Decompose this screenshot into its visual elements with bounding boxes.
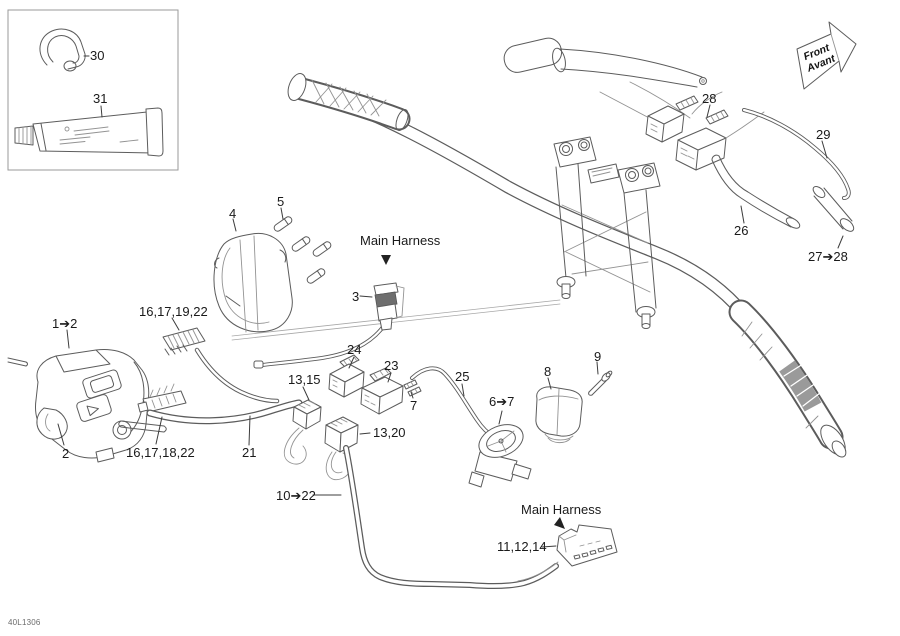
callout-28: 28 [702,91,717,106]
callout-6-7: 6➔7 [489,394,515,409]
connector-11-12-14-art [556,524,618,567]
callout-24: 24 [347,342,362,357]
harness-10-22 [343,445,559,590]
tube-26 [711,154,801,229]
small-rods [7,357,167,433]
right-grip-texture [741,321,822,429]
main-harness-upper-arrow [381,255,391,265]
connector-3-art [253,282,405,369]
callout-23: 23 [384,358,399,373]
callout-8: 8 [544,364,552,379]
connector-16-17-19-22-art [162,327,280,404]
connector-24-art [328,354,365,398]
screw-9-art [588,370,613,396]
leader-lines [57,55,844,548]
callout-25: 25 [455,369,470,384]
drawing-number: 40L1306 [8,618,41,627]
terminal-pins-7 [403,379,422,397]
inset-kit-box [7,9,179,171]
callout-11-12-14: 11,12,14 [497,539,547,554]
callout-13-15: 13,15 [288,372,321,387]
callout-21: 21 [242,445,257,460]
steering-riser [553,136,661,329]
main-harness-lower-arrow [554,517,565,529]
connector-28-cluster [645,91,765,171]
callout-31: 31 [93,91,108,106]
callout-2: 2 [62,446,70,461]
clip-30-art [39,28,86,72]
connector-13-15-art [292,399,322,430]
harness-21 [146,399,303,425]
cover-4 [213,232,293,333]
main-harness-note-lower: Main Harness [521,502,602,517]
callout-5: 5 [277,194,285,209]
callout-4: 4 [229,206,237,221]
callout-13-20: 13,20 [373,425,406,440]
callout-27-28: 27➔28 [808,249,848,264]
main-harness-note-upper: Main Harness [360,233,441,248]
callout-26: 26 [734,223,749,238]
callout-9: 9 [594,349,602,364]
callout-16-17-18-22: 16,17,18,22 [126,445,195,460]
callout-16-17-19-22: 16,17,19,22 [139,304,208,319]
callout-7: 7 [410,398,418,413]
callout-29: 29 [816,127,831,142]
callout-3: 3 [352,289,360,304]
switch-6-7-art [468,424,532,488]
front-arrow-shape [796,21,857,90]
brake-lever-assembly [503,37,707,131]
handlebar [287,73,847,458]
callout-10-22: 10➔22 [276,488,316,503]
left-grip-texture [311,79,387,117]
wire-25-art [410,366,496,439]
tube-31-art [14,107,164,157]
connector-13-20-art [324,416,359,453]
connector-16-17-18-22-art [137,383,187,413]
wire-29 [742,108,851,200]
tube-27-28 [812,185,855,232]
connector-23-art [360,367,404,415]
switch-8-art [535,386,583,444]
callout-30: 30 [90,48,105,63]
screws-5 [273,216,332,284]
callout-1-2: 1➔2 [52,316,78,331]
